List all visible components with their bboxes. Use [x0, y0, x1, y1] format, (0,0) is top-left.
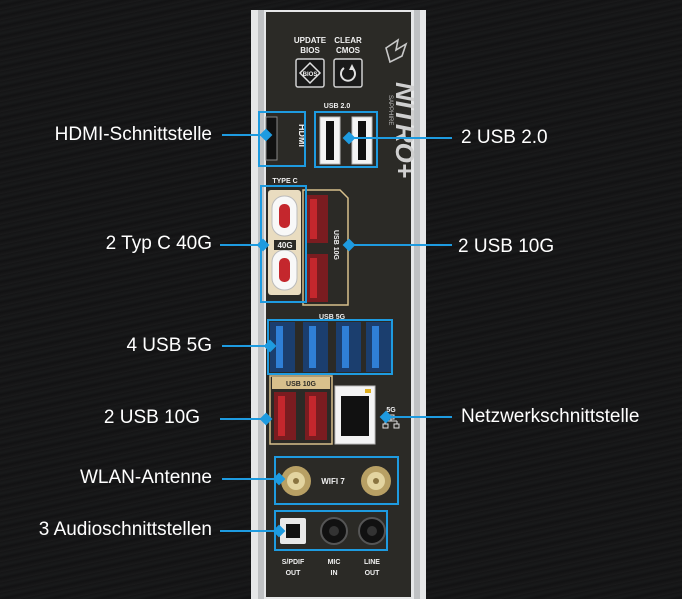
callout-audio: 3 Audioschnittstellen	[38, 519, 212, 540]
line-line1: LINE	[364, 559, 380, 566]
hdmi-port	[265, 116, 278, 161]
brand-logo: NITRO+	[390, 82, 420, 178]
wlan-antenna-connector-2	[361, 466, 391, 496]
mic-line1: MIC	[328, 559, 341, 566]
callout-usb5g: 4 USB 5G	[126, 335, 212, 356]
mic-line2: IN	[331, 570, 338, 577]
bios-flash-icon	[298, 61, 322, 85]
clear-cmos-line1: CLEAR	[334, 36, 362, 45]
usb10g-lower-frame	[269, 375, 333, 445]
callout-wlan: WLAN-Antenne	[79, 467, 212, 488]
typec-label: TYPE C	[272, 178, 297, 185]
wifi-label: WIFI 7	[321, 477, 345, 486]
clear-cmos-line2: CMOS	[336, 46, 361, 55]
line-line2: OUT	[365, 570, 381, 577]
hdmi-label: HDMI	[297, 124, 307, 147]
update-bios-line2: BIOS	[300, 46, 320, 55]
callout-usb20: 2 USB 2.0	[461, 127, 548, 148]
update-bios-button[interactable]	[295, 58, 325, 88]
bios-icon-text: BIOS	[303, 72, 318, 78]
reset-icon	[340, 67, 356, 82]
sapphire-emblem-icon	[385, 38, 408, 64]
usb10g-label: USB 10G	[286, 381, 317, 388]
usb5g-label: USB 5G	[319, 314, 346, 321]
hdmi-highlight	[258, 111, 306, 167]
usb20-label: USB 2.0	[324, 103, 351, 110]
spdif-line2: OUT	[286, 570, 302, 577]
wlan-antenna-connector-1	[281, 466, 311, 496]
usb10g-upper-frame	[302, 189, 349, 306]
typec-speed: 40G	[277, 241, 292, 250]
lan-speed: 5G	[386, 407, 396, 414]
update-bios-line1: UPDATE	[294, 36, 327, 45]
callout-hdmi: HDMI-Schnittstelle	[54, 124, 212, 145]
callout-usb10g-upper: 2 USB 10G	[458, 236, 555, 257]
brand-small: SAPPHIRE	[387, 95, 393, 125]
usb10g-side-label: USB 10G	[332, 230, 339, 261]
network-icon	[382, 414, 400, 429]
usb20-highlight	[314, 111, 378, 168]
callout-network: Netzwerkschnittstelle	[461, 406, 640, 427]
clear-cmos-button[interactable]	[333, 58, 363, 88]
spdif-line1: S/PDIF	[282, 559, 305, 566]
callout-lines	[220, 128, 452, 538]
callout-typec: 2 Typ C 40G	[105, 233, 212, 254]
callout-usb10g-lower: 2 USB 10G	[103, 407, 200, 428]
